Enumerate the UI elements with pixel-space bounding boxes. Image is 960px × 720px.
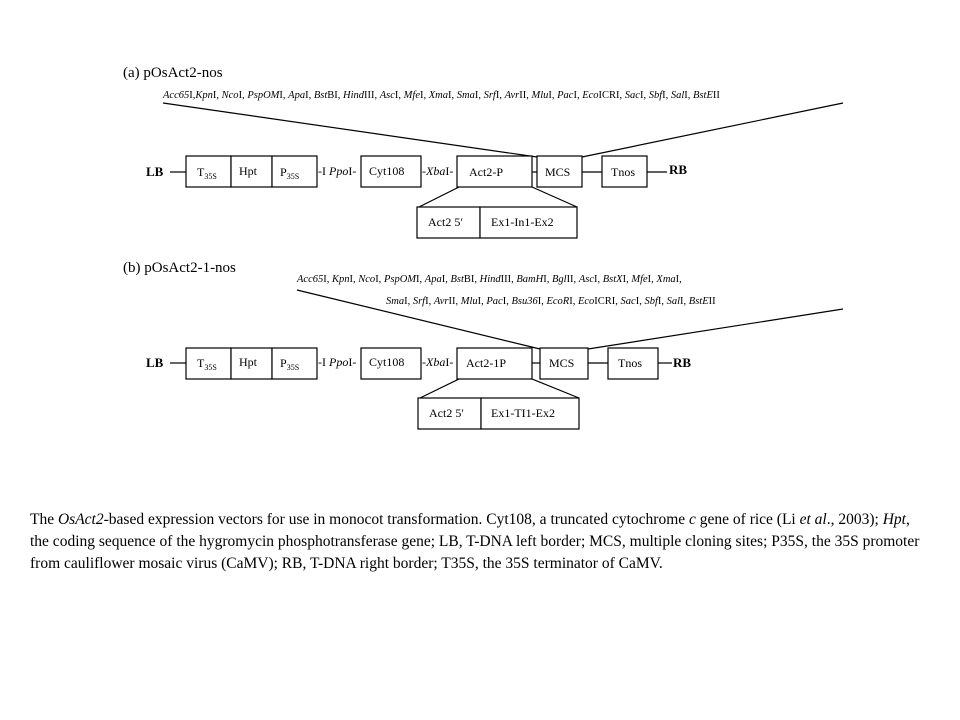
panel-b-mcs-expansion-left: [296, 289, 541, 350]
panel-b-promoter-box: [456, 347, 533, 380]
panel-b-p35s-label: P35S: [280, 356, 299, 372]
panel-a-detail-exon-box: [479, 206, 578, 239]
panel-b-detail-exon-box: [480, 397, 580, 430]
panel-a-p35s-box: [271, 155, 318, 188]
panel-a-title: (a) pOsAct2-nos: [123, 65, 223, 81]
panel-a-xbai-site: -XbaI-: [422, 164, 453, 178]
panel-a-hpt-box: [230, 155, 273, 188]
panel-b-hpt-label: Hpt: [239, 355, 258, 369]
panel-b-detail-exon-label: Ex1-TI1-Ex2: [491, 406, 555, 420]
panel-b-cyt108-label: Cyt108: [369, 355, 404, 369]
figure-caption: The OsAct2-based expression vectors for …: [30, 511, 920, 572]
panel-a-mcs-box: [536, 155, 583, 188]
panel-b-tnos-label: Tnos: [618, 356, 642, 370]
panel-b-cyt108-box: [360, 347, 422, 380]
panel-b-hpt-box: [230, 347, 273, 380]
panel-b-promoter-label: Act2-1P: [466, 356, 506, 370]
panel-a-mcs-expansion-right: [581, 102, 844, 158]
panel-a-lb-label: LB: [146, 164, 164, 179]
panel-a-tnos-box: [601, 155, 648, 188]
panel-a-ppoi-site: -I PpoI-: [318, 164, 356, 178]
panel-b-restriction-sites-line2: SmaI, SrfI, AvrII, MluI, PacI, Bsu36I, E…: [386, 296, 716, 307]
panel-b-xbai-site: -XbaI-: [422, 355, 453, 369]
panel-a-detail-5prime-box: [416, 206, 481, 239]
panel-a-p35s-label: P35S: [280, 165, 299, 181]
panel-b-title: (b) pOsAct2-1-nos: [123, 260, 236, 276]
panel-a-hpt-label: Hpt: [239, 164, 258, 178]
panel-a: (a) pOsAct2-nos Acc65I,KpnI, NcoI, PspOM…: [123, 65, 844, 239]
vector-diagram: (a) pOsAct2-nos Acc65I,KpnI, NcoI, PspOM…: [123, 65, 844, 430]
panel-b-mcs-label: MCS: [549, 356, 574, 370]
panel-a-rb-label: RB: [669, 162, 687, 177]
panel-a-cyt108-box: [360, 155, 422, 188]
panel-b-lb-label: LB: [146, 355, 164, 370]
panel-b-detail-line-left: [419, 378, 460, 399]
panel-b-restriction-sites-line1: Acc65I, KpnI, NcoI, PspOMI, ApaI, BstBI,…: [296, 274, 682, 285]
panel-a-detail-exon-label: Ex1-In1-Ex2: [491, 215, 554, 229]
panel-a-tnos-label: Tnos: [611, 165, 635, 179]
panel-b-mcs-box: [539, 347, 589, 380]
panel-a-cyt108-label: Cyt108: [369, 164, 404, 178]
panel-b-mcs-expansion-right: [587, 308, 844, 350]
panel-b-t35s-label: T35S: [197, 356, 217, 372]
panel-a-detail-5prime-label: Act2 5′: [428, 215, 463, 229]
panel-a-t35s-label: T35S: [197, 165, 217, 181]
panel-b: (b) pOsAct2-1-nos Acc65I, KpnI, NcoI, Ps…: [123, 260, 844, 430]
panel-b-detail-5prime-label: Act2 5′: [429, 406, 464, 420]
panel-b-detail-5prime-box: [417, 397, 482, 430]
panel-a-mcs-expansion-left: [162, 102, 538, 158]
panel-b-t35s-box: [185, 347, 232, 380]
panel-b-p35s-box: [271, 347, 318, 380]
panel-a-promoter-label: Act2-P: [469, 165, 503, 179]
panel-b-ppoi-site: -I PpoI-: [318, 355, 356, 369]
panel-b-detail-line-right: [531, 378, 580, 399]
panel-a-detail-line-left: [418, 186, 460, 208]
panel-b-rb-label: RB: [673, 355, 691, 370]
panel-a-detail-line-right: [531, 186, 578, 208]
panel-a-restriction-sites: Acc65I,KpnI, NcoI, PspOMI, ApaI, BstBI, …: [162, 90, 720, 101]
panel-a-mcs-label: MCS: [545, 165, 570, 179]
